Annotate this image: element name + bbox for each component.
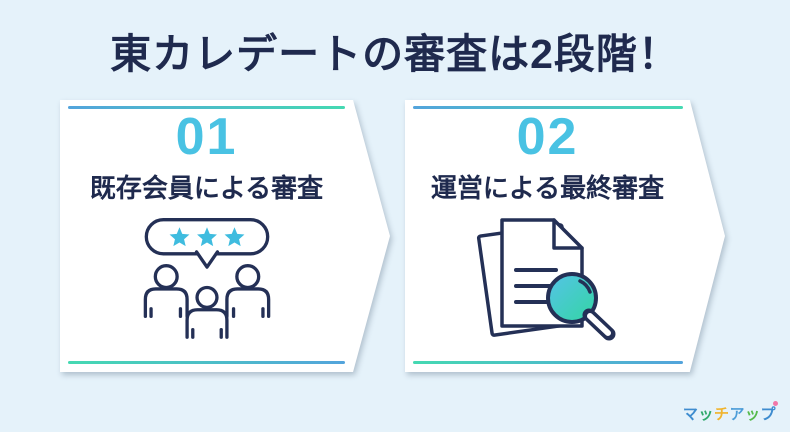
step-card-1-arrow-shape: 01 既存会員による審査 — [60, 100, 390, 372]
logo-char: ア — [729, 406, 745, 423]
gradient-divider-bottom — [413, 361, 683, 364]
gradient-divider-top — [68, 106, 345, 109]
logo-handakuten-dot — [773, 401, 778, 406]
step-card-1: 01 既存会員による審査 — [60, 100, 390, 372]
step-number: 01 — [175, 108, 238, 166]
step-label: 運営による最終審査 — [430, 172, 665, 203]
logo-char: ッ — [744, 406, 761, 423]
logo-char: ッ — [698, 406, 714, 423]
step-label: 既存会員による審査 — [89, 172, 324, 203]
step-card-2: 02 運営による最終審査 — [405, 100, 725, 372]
gradient-divider-bottom — [68, 361, 345, 364]
magnifier-icon — [545, 271, 615, 341]
member-review-icon — [143, 217, 270, 339]
people-group-icon — [143, 263, 270, 339]
text-lines — [513, 267, 558, 304]
final-screening-icon — [476, 218, 615, 341]
star-icons — [169, 227, 244, 246]
logo-char: チ — [713, 406, 730, 423]
page-title: 東カレデートの審査は2段階！ — [110, 31, 680, 77]
step-number: 02 — [516, 108, 579, 166]
step-card-2-arrow-shape: 02 運営による最終審査 — [405, 100, 725, 372]
gradient-divider-top — [413, 106, 683, 109]
matchup-logo: マッチアップ — [682, 401, 778, 424]
logo-char: マ — [682, 406, 699, 423]
logo-char: プ — [760, 406, 776, 423]
